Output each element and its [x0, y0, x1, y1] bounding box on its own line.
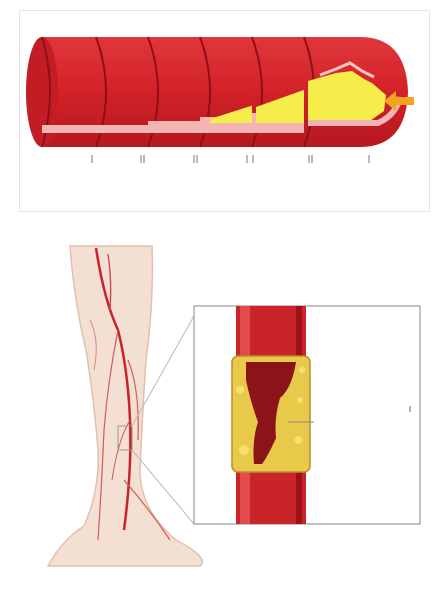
artery-segment-1: [26, 36, 104, 148]
segment-tick-marks: [91, 155, 370, 163]
arrow-icon: [384, 91, 414, 111]
main-artery: [94, 247, 132, 531]
artery-progression-figure: [19, 10, 430, 212]
artery-segment-2: [95, 36, 156, 148]
leg-silhouette: [46, 245, 203, 567]
artery-segment-3: [147, 36, 208, 148]
artery-segment-6: [303, 36, 408, 148]
leg-artery-figure: [0, 240, 434, 570]
leg-clot-illustration: [46, 245, 421, 567]
clot: [246, 362, 296, 464]
artery-segment-4: [199, 36, 260, 148]
artery-segment-5: [251, 36, 312, 148]
zoom-region-marker: [117, 425, 133, 451]
artery-progression-illustration: [26, 36, 414, 163]
